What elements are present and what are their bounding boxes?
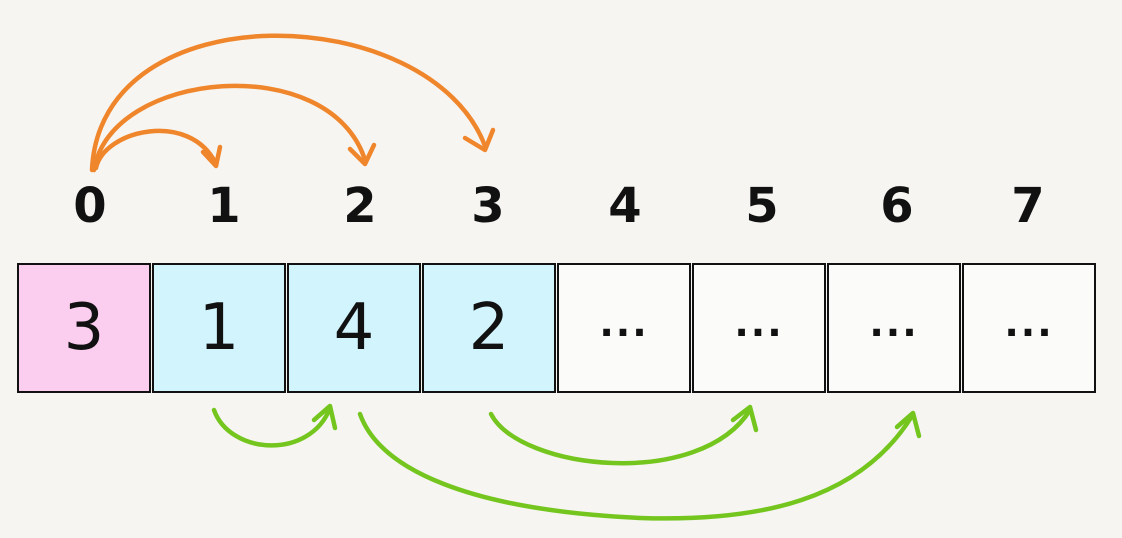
index-label: 1 <box>207 178 241 234</box>
index-label: 2 <box>343 178 377 234</box>
cell-value: 1 <box>198 291 240 365</box>
cell-value: 4 <box>333 291 375 365</box>
array-cell: ... <box>962 263 1096 393</box>
cell-value: ... <box>599 301 649 345</box>
index-label: 6 <box>880 178 914 234</box>
bottom-arrow <box>357 410 922 521</box>
cell-value: ... <box>1004 301 1054 345</box>
top-arrow <box>91 83 377 173</box>
bottom-arrow <box>211 403 338 448</box>
top-arrow <box>89 33 496 173</box>
index-label: 4 <box>608 178 642 234</box>
array-cell: 4 <box>287 263 421 393</box>
array-cell: 2 <box>422 263 556 393</box>
top-arrow <box>93 128 223 171</box>
cell-value: ... <box>869 301 919 345</box>
bottom-arrow <box>488 404 759 466</box>
cell-value: 3 <box>63 291 105 365</box>
array-cell: 1 <box>152 263 286 393</box>
array-cell: ... <box>557 263 691 393</box>
array-cell: ... <box>692 263 826 393</box>
index-label: 3 <box>471 178 505 234</box>
index-label: 5 <box>745 178 779 234</box>
array-cell: ... <box>827 263 961 393</box>
index-label: 0 <box>73 178 107 234</box>
index-label: 7 <box>1011 178 1045 234</box>
array-cell: 3 <box>17 263 151 393</box>
cell-value: 2 <box>468 291 510 365</box>
cell-value: ... <box>734 301 784 345</box>
